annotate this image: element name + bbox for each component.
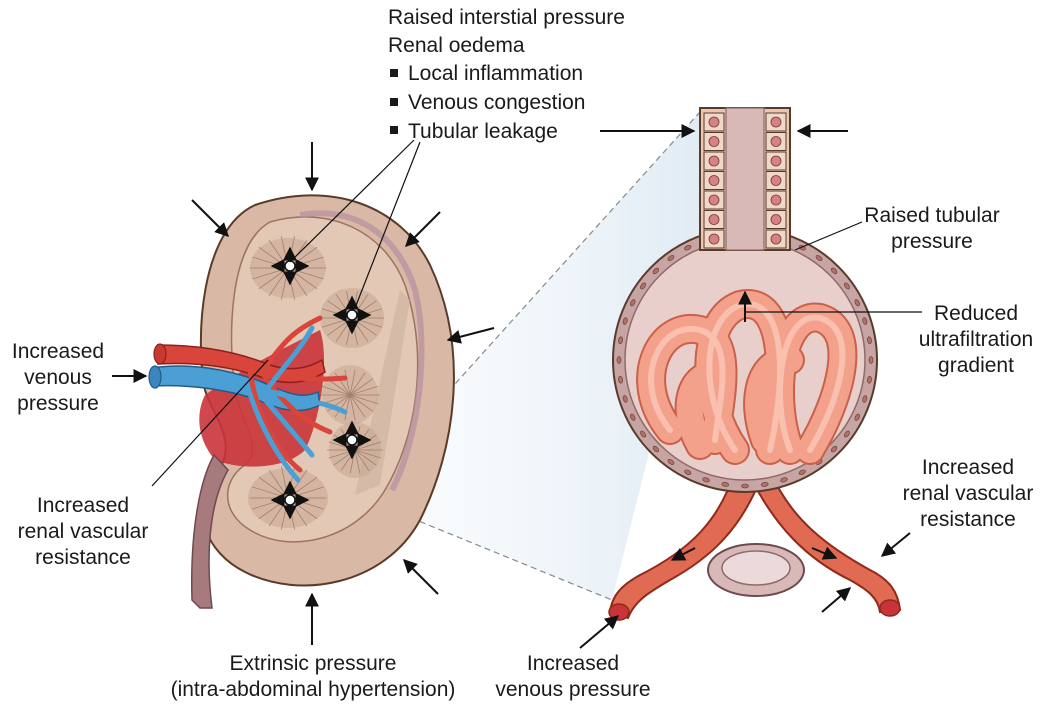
arteriole-left-opening (608, 603, 630, 621)
renal-artery-opening (153, 343, 167, 365)
label-extrinsic-1: Extrinsic pressure (230, 652, 397, 675)
label-local-inflammation: Local inflammation (408, 62, 583, 85)
arrow-topright-kidney (405, 211, 441, 247)
cross-arrow-3 (332, 420, 372, 460)
zoom-line-bottom (354, 494, 613, 601)
renal-vein-opening (148, 365, 162, 389)
capillary-tuft (636, 289, 858, 465)
bullet-square-1 (390, 69, 398, 77)
label-tubular-leakage: Tubular leakage (408, 120, 558, 143)
label-raised-interstitial: Raised interstial pressure (388, 6, 625, 29)
arrow-venous-bottom (579, 615, 620, 649)
bullet-square-3 (390, 126, 398, 134)
arrow-topleft-kidney (191, 199, 229, 237)
arrow-vascular-right (880, 532, 911, 557)
arteriole-right (750, 468, 902, 614)
label-reduced-uf-1: Reduced (934, 302, 1018, 325)
label-left-venous-1: Increased (12, 340, 104, 363)
label-left-venous-2: venous (24, 366, 92, 389)
label-right-vascular-3: resistance (920, 508, 1016, 531)
label-bottom-venous-2: venous pressure (495, 678, 650, 701)
label-right-vascular-1: Increased (922, 456, 1014, 479)
tubule-epithelial-cells (703, 112, 787, 249)
renal-capsule-band (299, 210, 425, 492)
label-bottom-venous-1: Increased (527, 652, 619, 675)
arrow-in-right-arteriole (811, 546, 838, 560)
label-reduced-uf-2: ultrafiltration (919, 328, 1033, 351)
vein-branches (247, 325, 348, 483)
label-venous-congestion: Venous congestion (408, 91, 585, 114)
pressure-arrows (112, 124, 911, 649)
label-raised-tubular-2: pressure (891, 230, 973, 253)
cross-arrow-2 (332, 295, 372, 335)
label-right-vascular-2: renal vascular (903, 482, 1034, 505)
arrow-in-left-arteriole (670, 547, 696, 561)
label-left-venous-3: pressure (17, 392, 99, 415)
arteriole-right-opening (879, 599, 901, 617)
label-reduced-uf-3: gradient (938, 354, 1014, 377)
arrow-vascular-right-lower (821, 587, 852, 613)
label-extrinsic-2: (intra-abdominal hypertension) (171, 678, 456, 701)
label-left-vascular-3: resistance (35, 546, 131, 569)
ureter (190, 453, 229, 609)
arrow-right-kidney (446, 327, 495, 344)
tubule-lumen-vertical (725, 107, 765, 251)
bullet-square-2 (390, 98, 398, 106)
label-left-vascular-1: Increased (37, 494, 129, 517)
artery-branches (247, 315, 348, 473)
leader-lines (151, 139, 922, 487)
cross-arrow-1 (270, 246, 310, 286)
zoom-cone (355, 112, 700, 600)
label-left-vascular-2: renal vascular (18, 520, 149, 543)
label-raised-tubular-1: Raised tubular (864, 204, 999, 227)
glomerulus-detail (608, 107, 902, 621)
kidney (148, 194, 765, 609)
tubule-lumen (721, 550, 791, 586)
label-renal-oedema: Renal oedema (388, 34, 525, 57)
arrow-bottomright-kidney (403, 559, 439, 595)
cross-arrow-4 (270, 480, 310, 520)
